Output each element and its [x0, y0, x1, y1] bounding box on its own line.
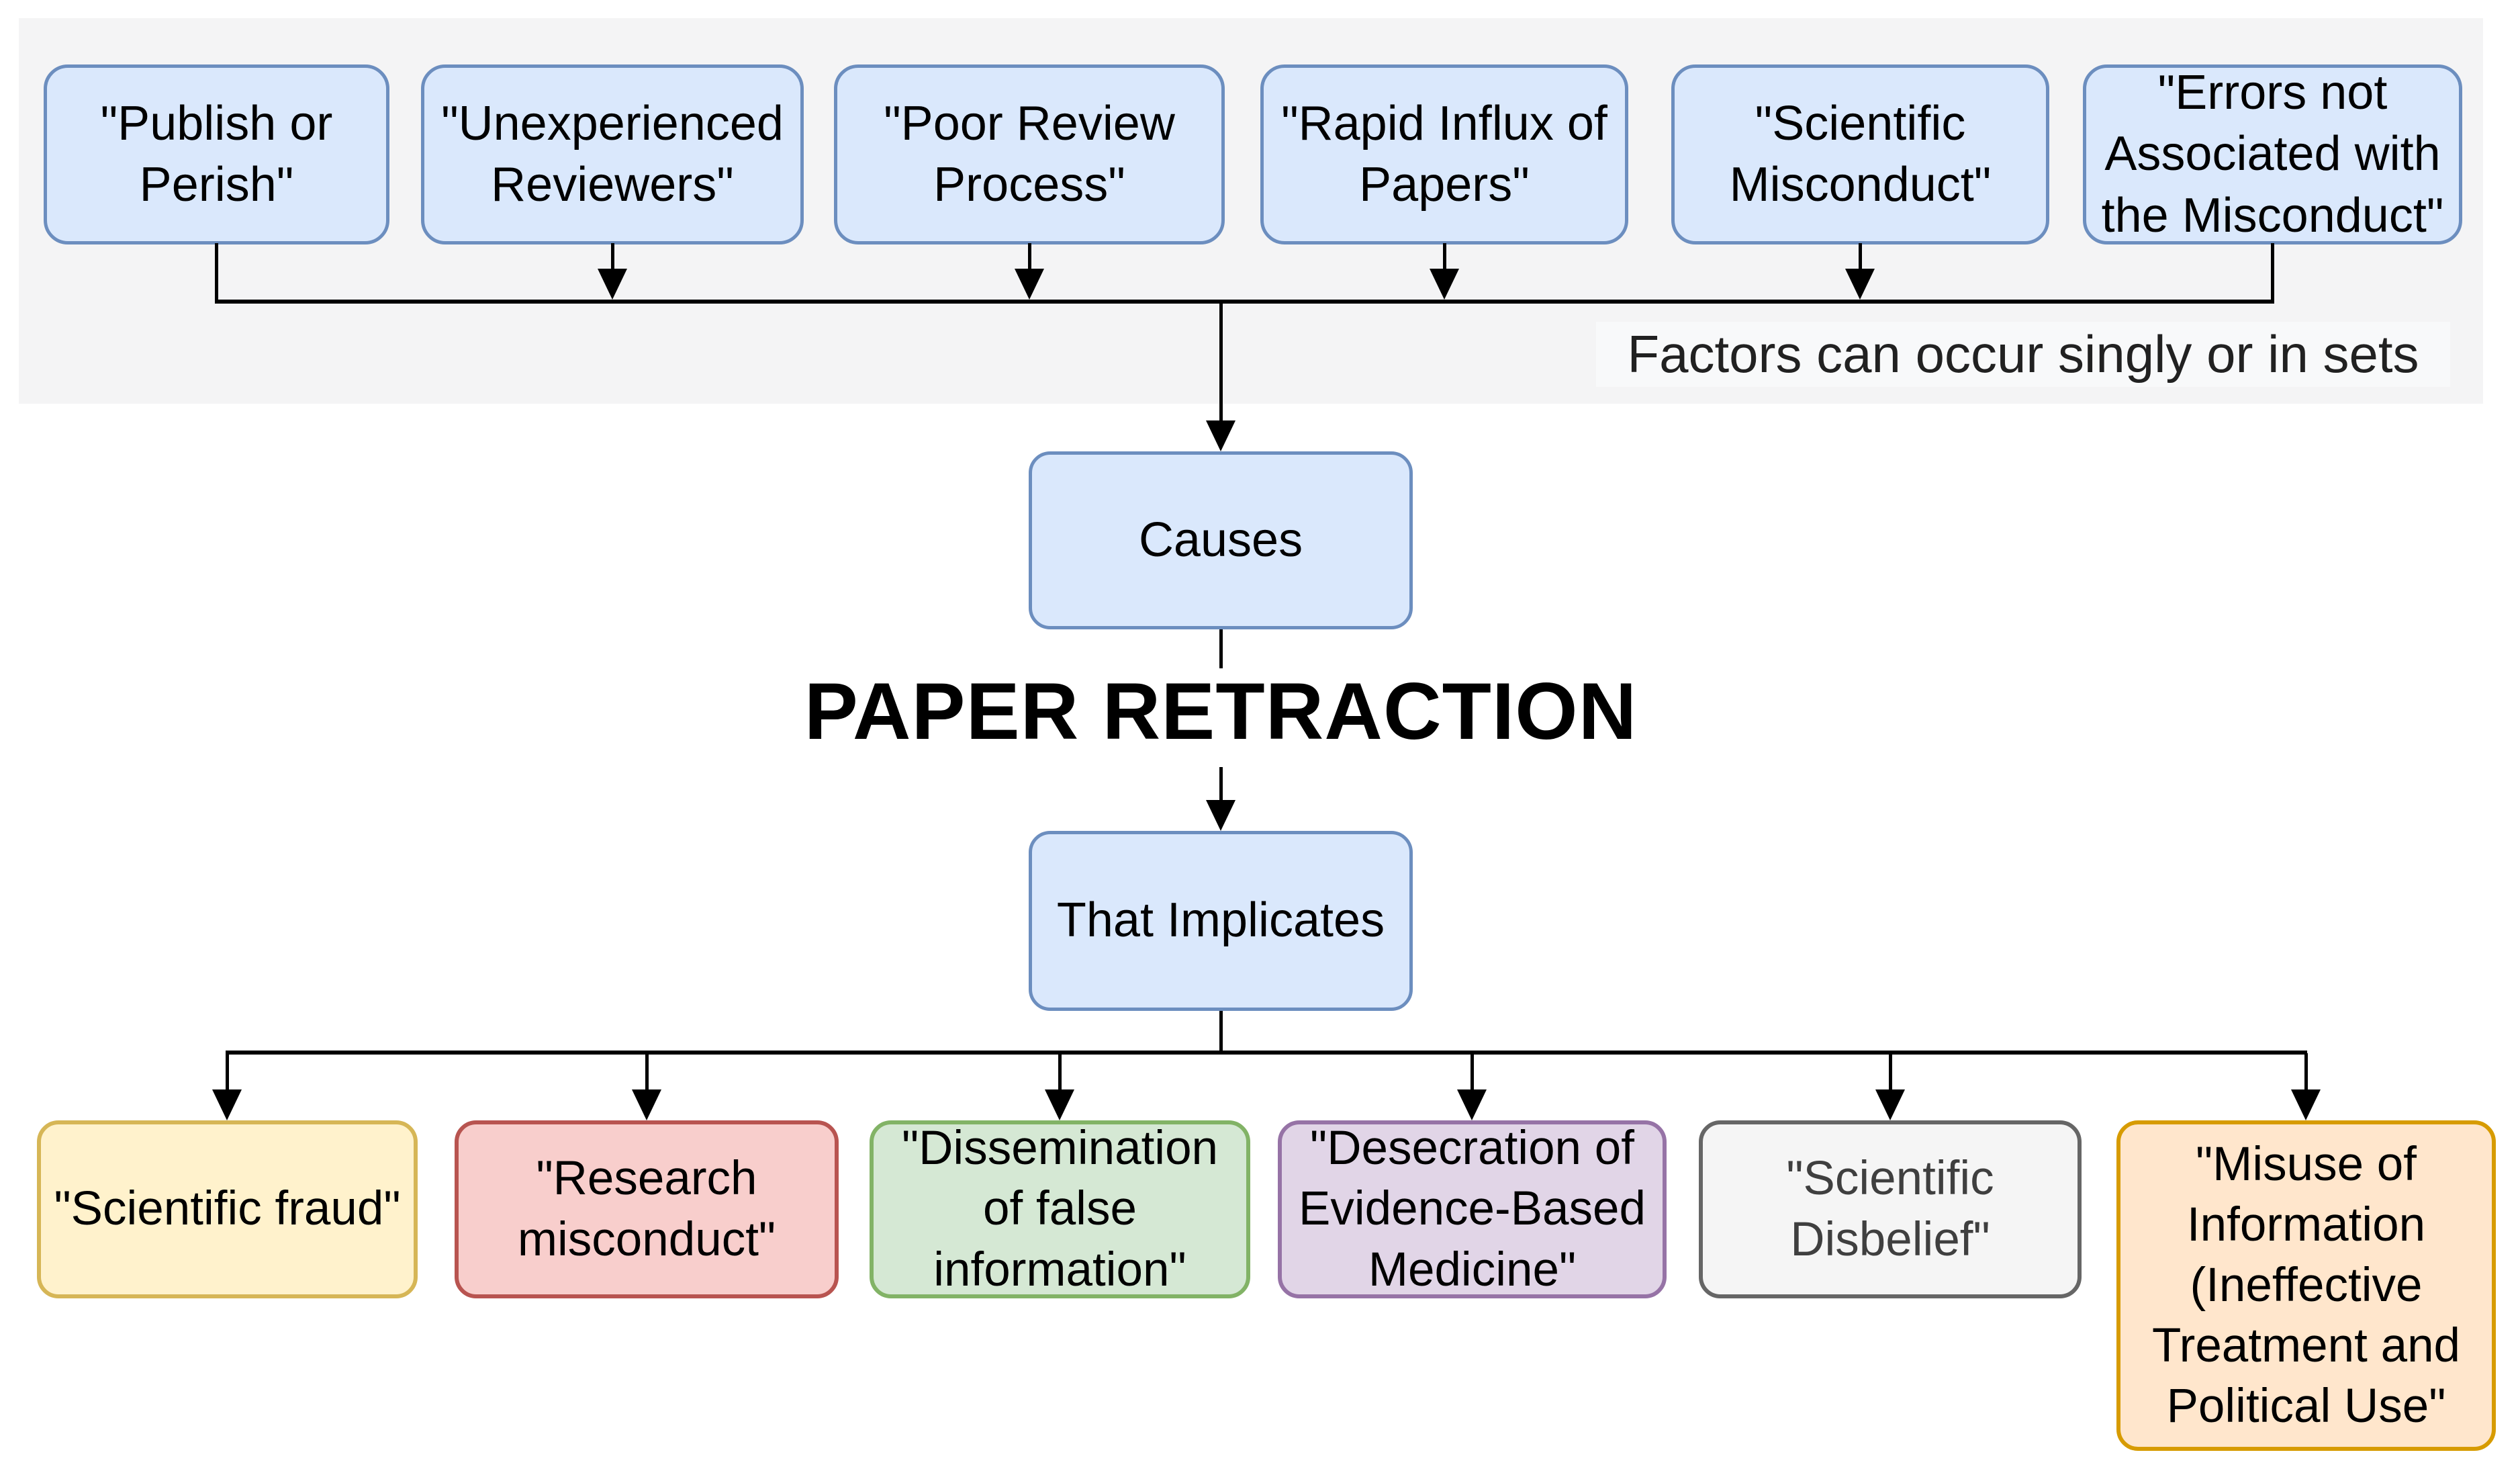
factor-node-poor-review-process: "Poor Review Process"	[834, 64, 1225, 244]
arrow-down-icon	[1875, 1089, 1905, 1120]
connector-line	[1443, 243, 1446, 273]
factor-node-unexperienced-reviewers: "Unexperienced Reviewers"	[421, 64, 804, 244]
connector-line	[611, 243, 614, 273]
connector-line	[1219, 1011, 1223, 1053]
implication-node-research-misconduct: "Research misconduct"	[455, 1120, 839, 1298]
factor-node-publish-or-perish: "Publish or Perish"	[44, 64, 389, 244]
implication-node-desecration-ebm: "Desecration of Evidence-Based Medicine"	[1278, 1120, 1667, 1298]
connector-line	[226, 1053, 229, 1092]
connector-line	[1889, 1053, 1892, 1092]
connector-line	[1219, 767, 1223, 803]
factor-node-rapid-influx-of-papers: "Rapid Influx of Papers"	[1260, 64, 1628, 244]
connector-line	[215, 243, 218, 302]
connector-line	[1859, 243, 1862, 273]
implication-node-scientific-disbelief: "Scientific Disbelief"	[1699, 1120, 2082, 1298]
connector-line	[2271, 243, 2274, 302]
connector-line	[1471, 1053, 1474, 1092]
factors-collector-line	[215, 300, 2274, 304]
arrow-down-icon	[2291, 1089, 2321, 1120]
page-title: PAPER RETRACTION	[804, 666, 1638, 756]
that-implicates-node: That Implicates	[1029, 831, 1413, 1011]
arrow-down-icon	[1845, 269, 1875, 300]
implications-branch-line	[226, 1051, 2307, 1055]
connector-line	[1219, 629, 1223, 668]
implication-node-dissemination-false-information: "Dissemination of false information"	[870, 1120, 1250, 1298]
connector-line	[1028, 243, 1031, 273]
arrow-down-icon	[1430, 269, 1459, 300]
arrow-down-icon	[1457, 1089, 1487, 1120]
connector-line	[1058, 1053, 1062, 1092]
arrow-down-icon	[598, 269, 627, 300]
arrow-down-icon	[632, 1089, 661, 1120]
arrow-down-icon	[1206, 800, 1235, 831]
connector-line	[645, 1053, 649, 1092]
connector-line	[2304, 1053, 2308, 1092]
arrow-down-icon	[1206, 420, 1235, 451]
implication-node-misuse-of-information: "Misuse of Information (Ineffective Trea…	[2116, 1120, 2496, 1451]
factor-node-scientific-misconduct: "Scientific Misconduct"	[1671, 64, 2049, 244]
implication-node-scientific-fraud: "Scientific fraud"	[37, 1120, 418, 1298]
connector-line	[1219, 302, 1223, 423]
arrow-down-icon	[1045, 1089, 1074, 1120]
factors-note: Factors can occur singly or in sets	[1596, 322, 2450, 387]
arrow-down-icon	[1015, 269, 1044, 300]
causes-node: Causes	[1029, 451, 1413, 629]
factor-node-errors-not-associated: "Errors not Associated with the Miscondu…	[2083, 64, 2462, 244]
arrow-down-icon	[212, 1089, 242, 1120]
